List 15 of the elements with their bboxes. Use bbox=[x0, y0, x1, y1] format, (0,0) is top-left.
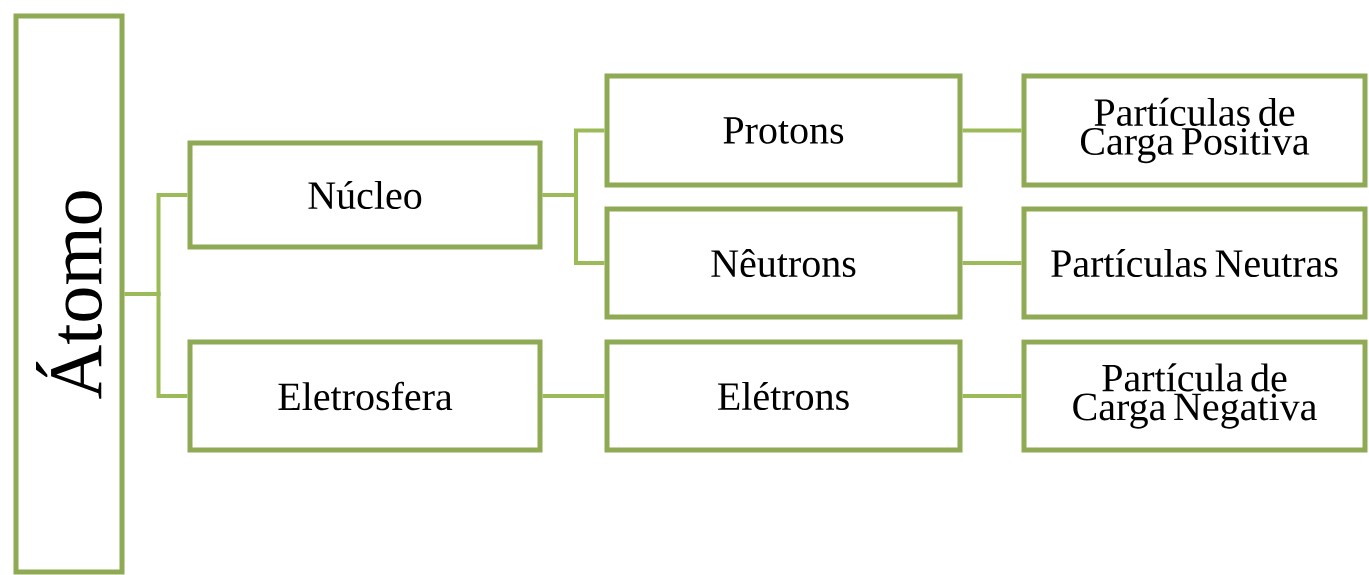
connector-line bbox=[962, 128, 1022, 133]
connector-line bbox=[962, 261, 1022, 265]
concept-box: Eletrosfera bbox=[187, 339, 543, 453]
concept-box: Partícula de Carga Negativa bbox=[1021, 339, 1368, 453]
title-box: Átomo bbox=[13, 13, 125, 575]
concept-box: Elétrons bbox=[604, 339, 963, 453]
concept-box: Partículas de Carga Positiva bbox=[1021, 73, 1368, 188]
concept-box: Nêutrons bbox=[604, 206, 963, 320]
concept-box: Partículas Neutras bbox=[1021, 206, 1368, 320]
connector-line bbox=[962, 394, 1022, 398]
connector-line bbox=[124, 292, 188, 398]
concept-box: Protons bbox=[604, 73, 963, 188]
connector-line bbox=[542, 193, 605, 265]
concept-box: Núcleo bbox=[187, 140, 543, 250]
connector-line bbox=[542, 394, 605, 398]
